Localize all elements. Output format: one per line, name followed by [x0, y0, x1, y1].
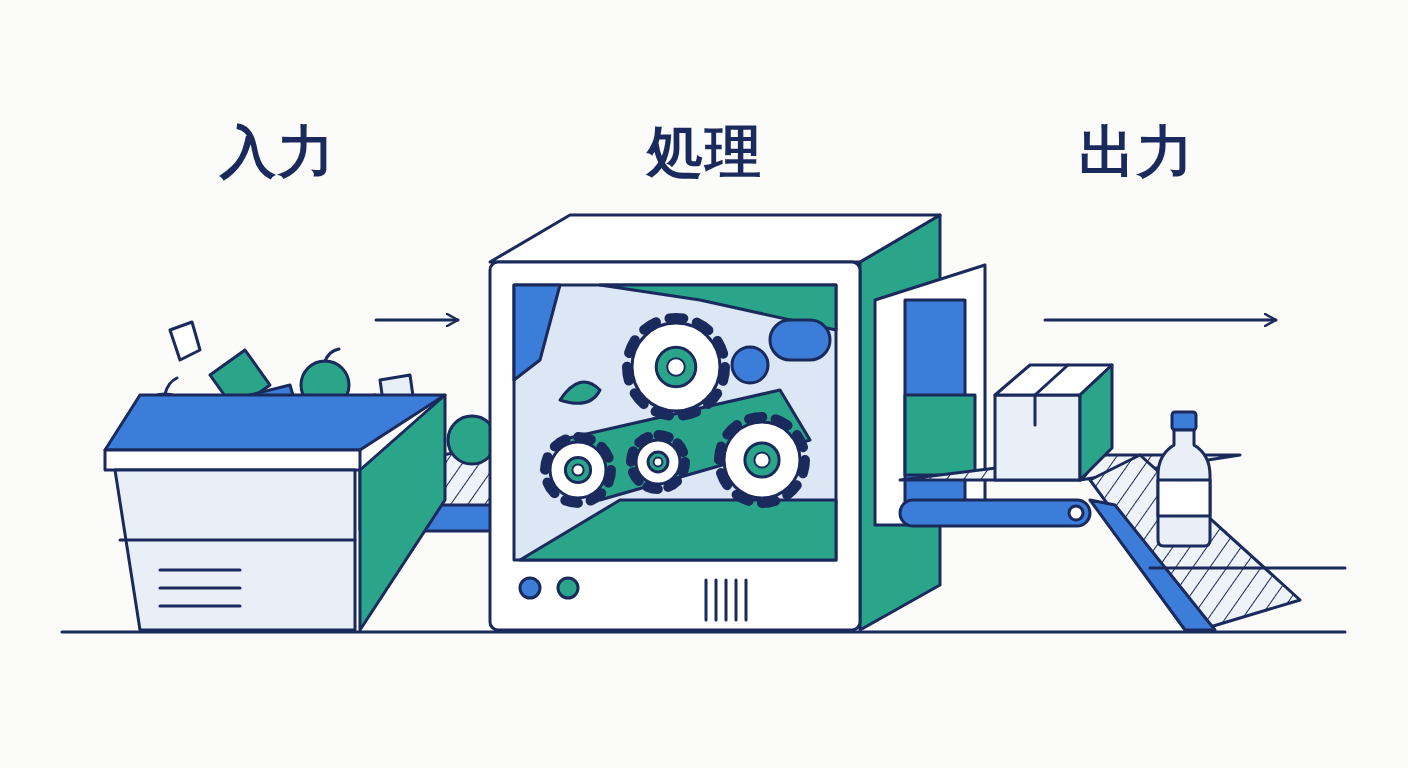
gear-hole: [667, 358, 685, 376]
input-bin: [105, 322, 445, 630]
gear-hole: [754, 452, 769, 467]
gear-hub: [565, 457, 590, 482]
gear-hole: [654, 458, 663, 467]
processing-machine: [490, 215, 940, 630]
flow-arrow: [1045, 319, 1276, 322]
output-conveyor: [875, 265, 1345, 630]
output-box: [995, 365, 1112, 480]
gear: [632, 323, 720, 411]
gear-hub: [648, 452, 668, 472]
gear: [636, 440, 680, 484]
gear: [724, 422, 800, 498]
gear-hub: [656, 347, 696, 387]
gear: [550, 442, 606, 498]
stage-label: 処理: [647, 121, 763, 183]
gear-hub: [745, 443, 779, 477]
gear-teeth: [631, 435, 685, 489]
stage-label: 入力: [220, 121, 336, 183]
output-bottle: [1158, 412, 1210, 546]
gear-teeth: [719, 417, 805, 503]
machine-gears: [545, 318, 805, 503]
flow-arrow: [376, 319, 458, 322]
gear-teeth: [545, 437, 611, 503]
gear-teeth: [627, 318, 725, 416]
gear-hole: [572, 464, 583, 475]
stage-label: 出力: [1079, 121, 1195, 183]
